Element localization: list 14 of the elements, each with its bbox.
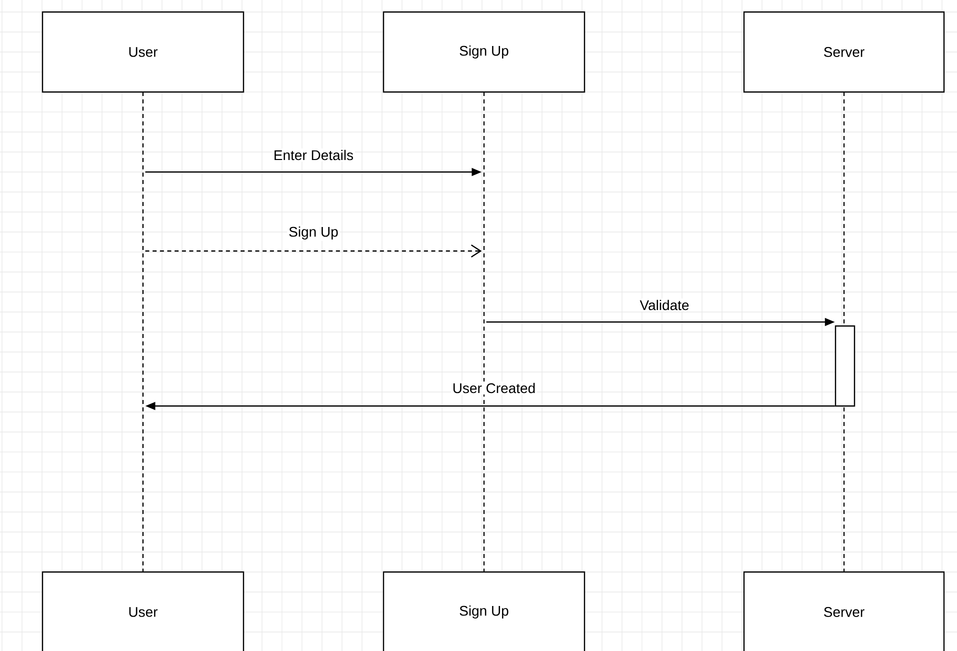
lifeline xyxy=(142,92,144,572)
lifeline-head-box: Sign Up xyxy=(382,11,586,93)
activation-bar xyxy=(834,325,856,407)
edge-label: User Created xyxy=(451,382,537,394)
edge-label: Validate xyxy=(638,298,691,312)
lifeline-head-box: Sign Up xyxy=(382,571,586,651)
lifeline-head-box: Server xyxy=(743,11,945,93)
lifeline-head-box: Server xyxy=(743,571,945,651)
lifeline-head-box: User xyxy=(42,571,244,651)
lifeline xyxy=(483,92,485,572)
edge-label: Enter Details xyxy=(272,148,355,162)
dashed-arrow xyxy=(145,244,482,258)
lifeline-head-box: User xyxy=(42,11,244,93)
edge-label: Sign Up xyxy=(287,225,340,241)
